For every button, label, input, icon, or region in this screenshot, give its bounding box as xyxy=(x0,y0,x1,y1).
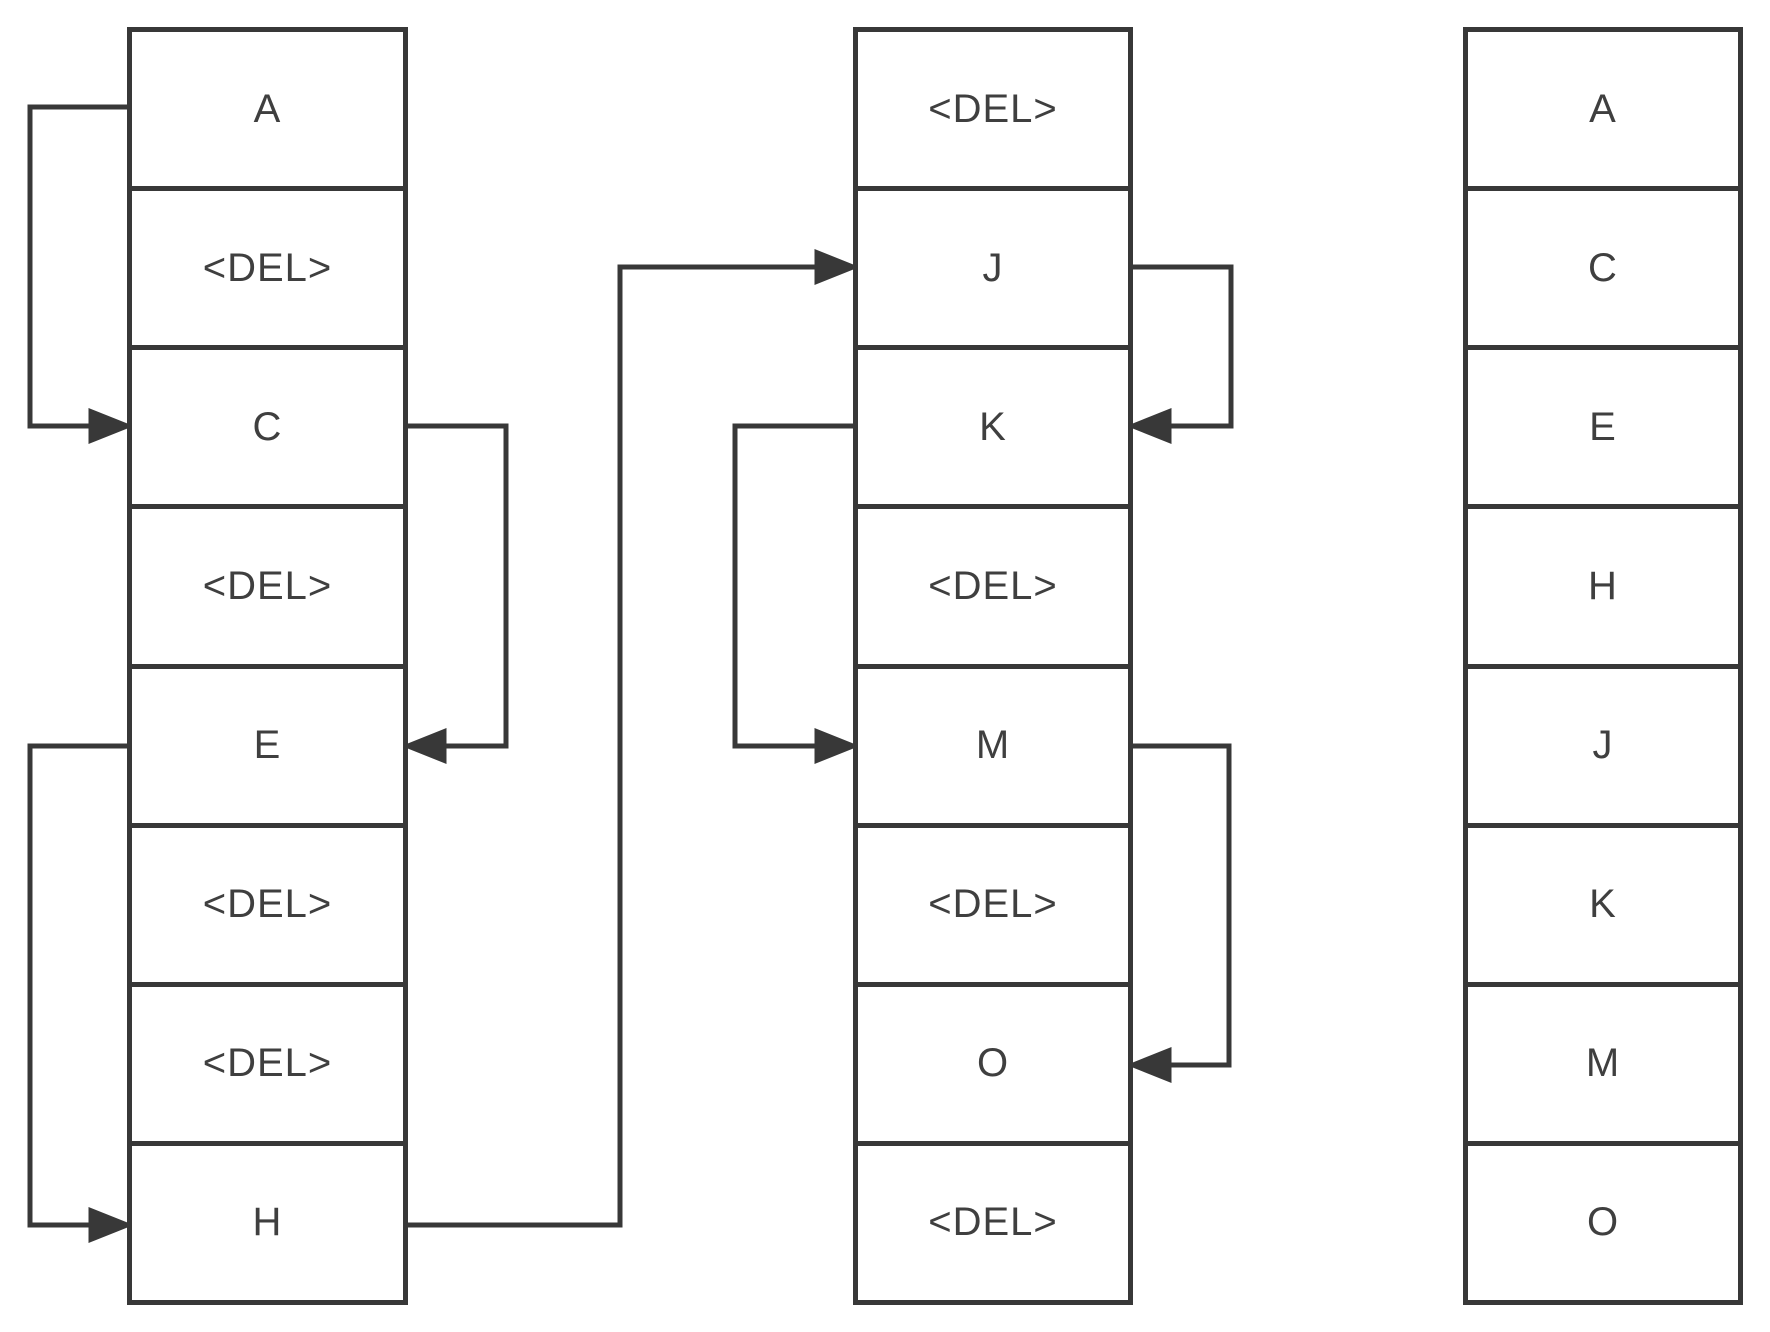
cell-list-with-deleted-nodes-row1: <DEL> xyxy=(132,186,403,345)
cell-list-second-block-row4: M xyxy=(858,663,1128,823)
cell-list-with-deleted-nodes-row4: E xyxy=(132,663,403,823)
cell-list-second-block-row2: K xyxy=(858,345,1128,504)
cell-list-second-block-row5: <DEL> xyxy=(858,822,1128,982)
pointer-arrow-A-to-C xyxy=(27,104,134,444)
cell-list-second-block-row0: <DEL> xyxy=(928,86,1058,131)
cell-list-with-deleted-nodes-row7: H xyxy=(132,1140,403,1300)
cell-list-compacted-row2: E xyxy=(1468,345,1738,504)
cell-list-second-block-row1: J xyxy=(858,186,1128,345)
cell-list-second-block-row7: <DEL> xyxy=(858,1140,1128,1300)
cell-list-compacted-row5: K xyxy=(1468,822,1738,982)
pointer-arrow-C-to-E xyxy=(401,423,509,764)
pointer-arrow-H-to-J xyxy=(406,249,860,1228)
cell-list-with-deleted-nodes-row3: <DEL> xyxy=(132,504,403,663)
cell-list-with-deleted-nodes-row2: C xyxy=(132,345,403,504)
cell-list-compacted-row6: M xyxy=(1468,981,1738,1141)
cell-list-second-block-row6: O xyxy=(858,981,1128,1141)
pointer-arrow-K-to-M xyxy=(732,423,860,764)
pointer-arrow-E-to-H xyxy=(27,743,134,1243)
pointer-arrow-M-to-O xyxy=(1126,743,1232,1083)
cell-list-with-deleted-nodes-row5: <DEL> xyxy=(132,822,403,982)
cell-list-compacted-row7: O xyxy=(1468,1140,1738,1300)
cell-list-with-deleted-nodes-row6: <DEL> xyxy=(132,981,403,1141)
pointer-arrow-J-to-K xyxy=(1126,264,1234,444)
cell-list-compacted-row0: A xyxy=(1589,86,1617,131)
cell-list-compacted-row4: J xyxy=(1468,663,1738,823)
column-list-with-deleted-nodes: A<DEL>C<DEL>E<DEL><DEL>H xyxy=(127,27,408,1305)
cell-list-with-deleted-nodes-row0: A xyxy=(253,86,282,131)
cell-list-compacted-row3: H xyxy=(1468,504,1738,663)
cell-list-second-block-row3: <DEL> xyxy=(858,504,1128,663)
cell-list-compacted-row1: C xyxy=(1468,186,1738,345)
